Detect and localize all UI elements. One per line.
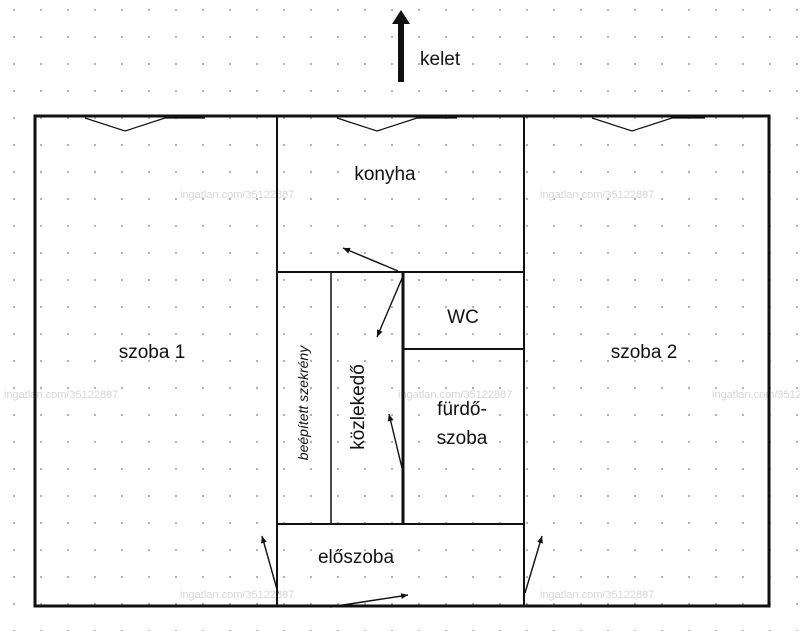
watermark-text: ingatlan.com/35122887 bbox=[180, 589, 294, 601]
room-label-konyha: konyha bbox=[354, 164, 416, 185]
watermark-text: ingatlan.com/35122887 bbox=[398, 389, 512, 401]
room-label-wc: WC bbox=[447, 307, 479, 328]
watermark-text: ingatlan.com/35122887 bbox=[712, 389, 800, 401]
door-arrows bbox=[261, 247, 543, 608]
windows bbox=[84, 117, 705, 132]
door-arrow bbox=[376, 275, 404, 338]
door-arrow bbox=[329, 593, 409, 608]
room-label-furdo-line-2: szoba bbox=[437, 428, 488, 449]
door-arrow bbox=[261, 535, 279, 594]
walls bbox=[33, 114, 771, 608]
outer-wall bbox=[33, 114, 771, 608]
compass-label: kelet bbox=[420, 49, 461, 70]
door-arrow bbox=[387, 413, 403, 469]
room-label-furdo-line-1: fürdő- bbox=[437, 399, 487, 420]
door-arrow bbox=[342, 247, 399, 272]
window bbox=[336, 117, 457, 132]
room-label-szoba-1: szoba 1 bbox=[119, 342, 186, 363]
room-label-beepitett-szekreny: beépített szekrény bbox=[295, 345, 311, 460]
watermarks: ingatlan.com/35122887 ingatlan.com/35122… bbox=[4, 189, 800, 601]
arrow-up-icon bbox=[392, 10, 410, 82]
window bbox=[84, 117, 205, 132]
room-label-szoba-2: szoba 2 bbox=[611, 342, 678, 363]
watermark-text: ingatlan.com/35122887 bbox=[4, 389, 118, 401]
door-arrow bbox=[524, 535, 543, 594]
watermark-text: ingatlan.com/35122887 bbox=[540, 589, 654, 601]
watermark-text: ingatlan.com/35122887 bbox=[180, 189, 294, 201]
room-label-kozlekedo: közlekedő bbox=[348, 364, 369, 450]
watermark-text: ingatlan.com/35122887 bbox=[540, 189, 654, 201]
compass: kelet bbox=[392, 10, 461, 82]
window bbox=[591, 117, 705, 132]
room-label-eloszoba: előszoba bbox=[318, 547, 394, 568]
room-labels: konyha szoba 1 szoba 2 WC fürdő- szoba e… bbox=[119, 164, 678, 568]
